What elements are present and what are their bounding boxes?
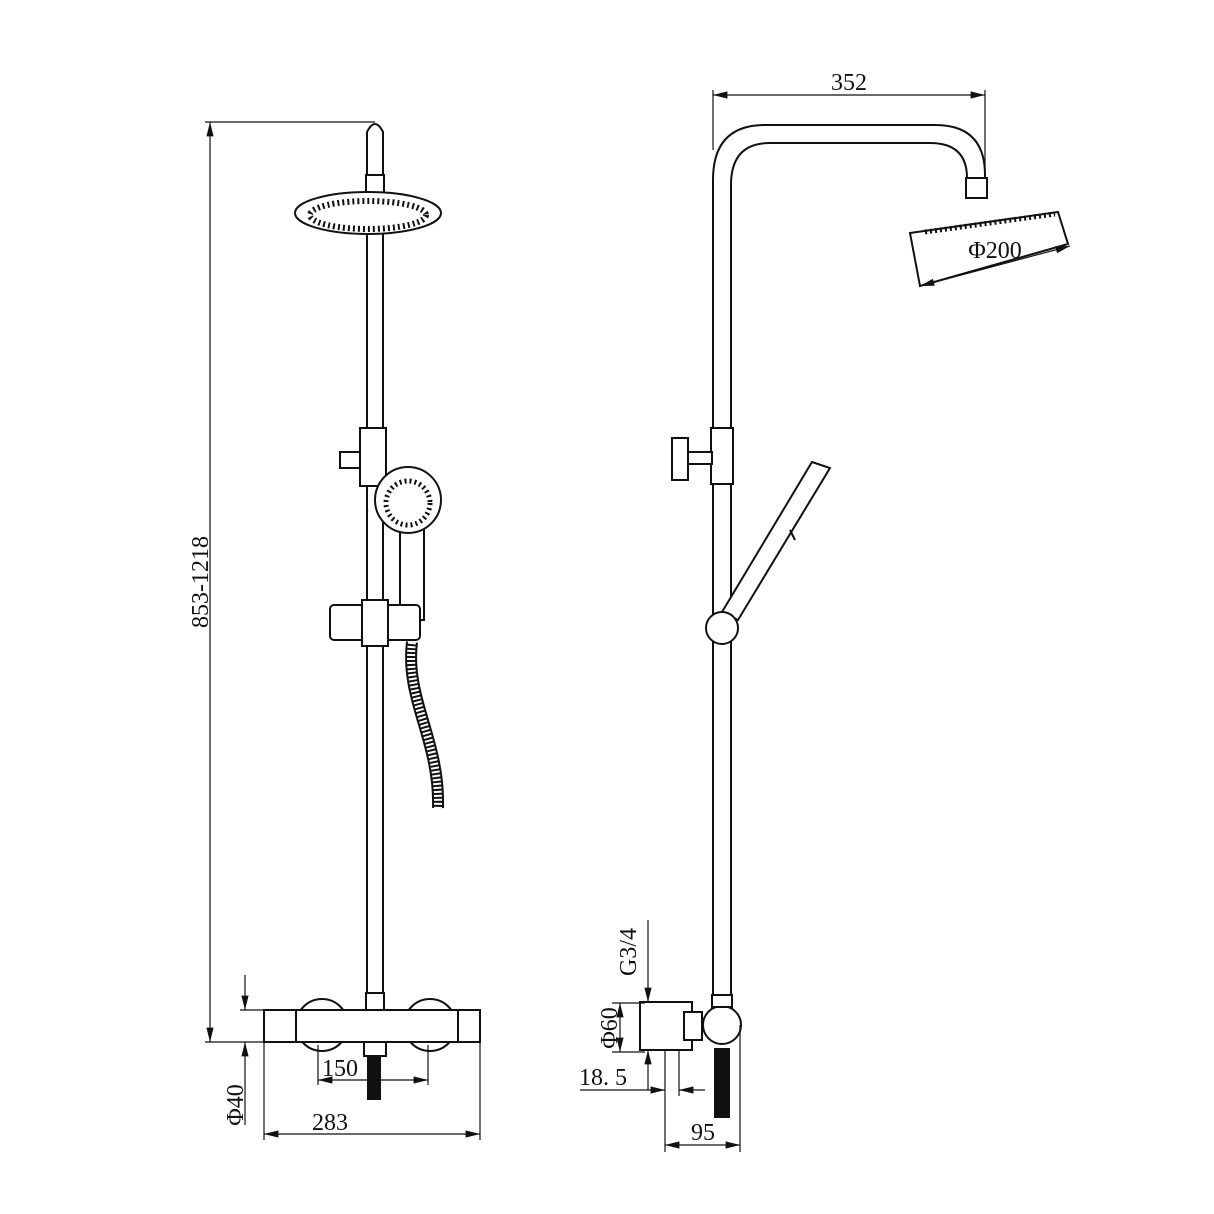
height-dimension-label: 853-1218 <box>188 536 214 628</box>
side-holder-bracket <box>710 427 734 485</box>
holder-bracket <box>359 427 387 487</box>
depth-label: 95 <box>691 1120 715 1146</box>
arm-projection-label: 352 <box>831 70 867 96</box>
offset-label: 18. 5 <box>579 1065 627 1091</box>
inlet-spacing-label: 150 <box>322 1056 358 1082</box>
bracket-knob <box>339 451 361 469</box>
side-valve-body <box>702 1005 742 1045</box>
connector-diameter-label: Φ60 <box>597 1007 623 1049</box>
valve-diameter-label: Φ40 <box>223 1084 249 1126</box>
side-bracket-knob <box>671 437 689 481</box>
valve-width-label: 283 <box>312 1110 348 1136</box>
thread-label: G3/4 <box>616 928 642 976</box>
side-hand-shower <box>720 460 832 622</box>
front-view: 853-1218 Φ40 150 283 <box>188 121 481 1140</box>
riser-rail <box>366 123 384 1000</box>
side-head-neck <box>965 177 988 199</box>
slider-clamp <box>361 599 389 647</box>
side-slider <box>705 611 739 645</box>
head-diameter-label: Φ200 <box>968 238 1022 264</box>
side-view: Φ200 352 G3/4 Φ60 18. 5 95 <box>579 70 1071 1152</box>
